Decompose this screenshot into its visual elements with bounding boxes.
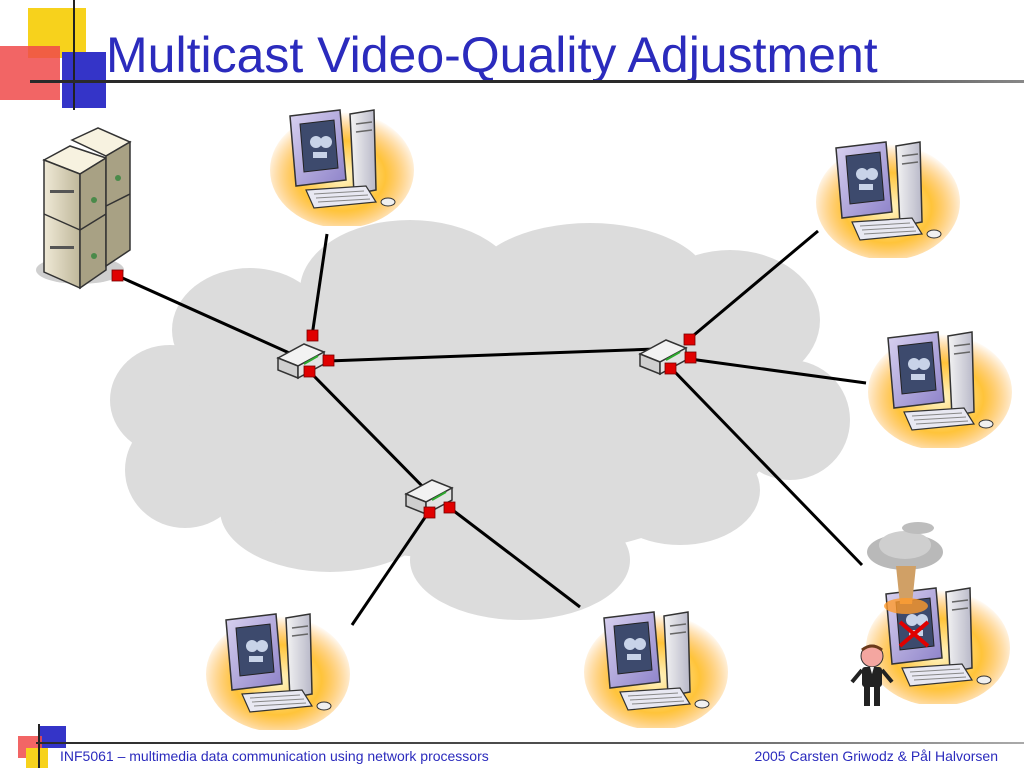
link-router-a-router-b [327,347,656,363]
network-cloud [110,220,850,620]
explosion-icon [867,522,943,614]
footer-divider [36,742,1024,744]
slide-title: Multicast Video-Quality Adjustment [106,27,878,83]
link-router-a-router-c [308,370,432,496]
link-router-c-pc-bottom-mid [449,506,581,609]
port-router-b-down [664,362,677,375]
port-server [111,269,124,282]
computer-icon [868,331,1013,448]
link-router-a-pc-top [310,233,329,337]
title-divider [30,80,1024,83]
link-server-router-a [117,274,297,358]
computer-icon [206,613,351,730]
footer-course: INF5061 – multimedia data communication … [60,748,489,764]
port-router-c-right [443,501,456,514]
person-icon [850,644,894,706]
ports [111,269,697,519]
decor-footer-blue-square [38,726,66,748]
footer-authors: 2005 Carsten Griwodz & Pål Halvorsen [754,748,998,764]
link-router-c-pc-bottom-left [350,512,430,626]
port-router-b-right [684,351,697,364]
link-router-b-pc-right-top [687,229,819,342]
computer-icon [270,109,415,226]
port-router-a-right [322,354,335,367]
port-router-a-up [306,329,319,342]
links [117,229,867,626]
decor-red-square [0,46,60,100]
decor-vertical-line [73,0,75,110]
decor-footer-yellow-square [26,748,48,768]
port-router-b-up [683,333,696,346]
port-router-a-down [303,365,316,378]
server-icon [36,127,132,290]
computer-icon [816,141,961,258]
port-router-c-left [423,506,436,519]
link-router-b-pc-failed [670,367,864,567]
decor-footer-vertical-line [38,724,40,768]
computer-failed-icon [866,587,1011,704]
link-router-b-pc-right-mid [689,357,867,385]
computer-icon [584,611,729,728]
